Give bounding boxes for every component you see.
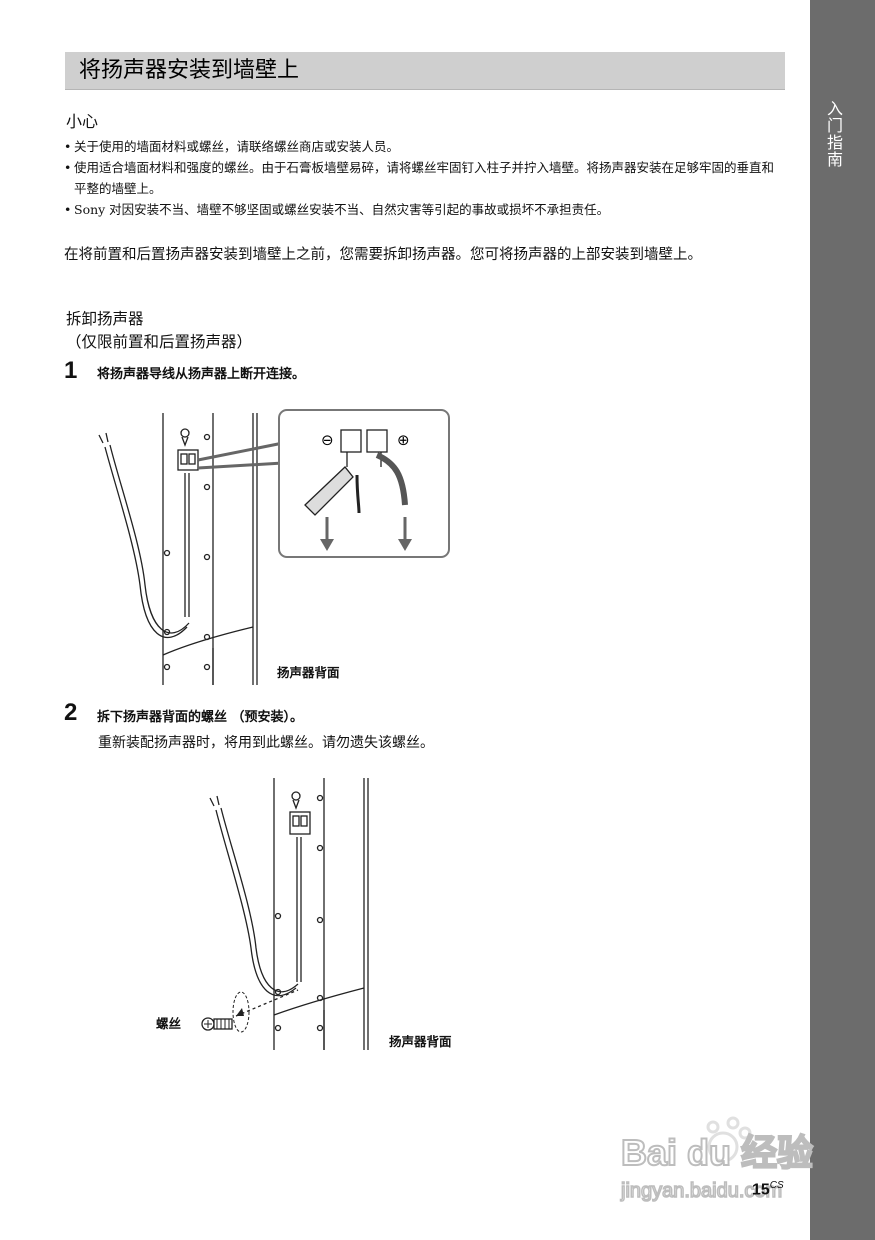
page-number: 15CS xyxy=(752,1180,784,1199)
page-number-value: 15 xyxy=(752,1181,770,1199)
title-bar: 将扬声器安装到墙壁上 xyxy=(65,52,785,90)
intro-paragraph: 在将前置和后置扬声器安装到墙壁上之前，您需要拆卸扬声器。您可将扬声器的上部安装到… xyxy=(64,247,702,263)
figure-speaker-back-2: 螺丝 扬声器背面 xyxy=(156,778,452,1050)
caution-item: 使用适合墙面材料和强度的螺丝。由于石膏板墙壁易碎，请将螺丝牢固钉入柱子并拧入墙壁… xyxy=(64,157,784,199)
step-2-number: 2 xyxy=(64,699,78,726)
step-2-detail: 重新装配扬声器时，将用到此螺丝。请勿遗失该螺丝。 xyxy=(98,735,434,751)
page-title: 将扬声器安装到墙壁上 xyxy=(79,58,300,83)
watermark-brand: Bai du 经验 xyxy=(621,1132,813,1173)
plus-terminal-icon: ⊕ xyxy=(397,431,410,449)
speaker-panel xyxy=(162,413,258,685)
figure-2-label: 扬声器背面 xyxy=(389,1034,452,1049)
screw-label: 螺丝 xyxy=(156,1016,182,1031)
caution-heading: 小心 xyxy=(66,112,99,131)
caution-item: Sony 对因安装不当、墙壁不够坚固或螺丝安装不当、自然灾害等引起的事故或损坏不… xyxy=(64,199,784,220)
baidu-jingyan-watermark: Bai du 经验 jingyan.baidu.com xyxy=(619,1116,814,1203)
speaker-cord xyxy=(98,432,190,639)
side-tab xyxy=(810,0,875,1240)
caution-item: 关于使用的墙面材料或螺丝，请联络螺丝商店或安装人员。 xyxy=(64,136,784,157)
speaker-panel xyxy=(273,778,369,1050)
section-heading: 拆卸扬声器 xyxy=(66,310,144,328)
step-1-number: 1 xyxy=(64,357,78,384)
zoom-callout xyxy=(197,409,450,558)
page-number-suffix: CS xyxy=(769,1180,784,1191)
step-2-text: 拆下扬声器背面的螺丝 （预安装）。 xyxy=(97,710,304,725)
screw-icon xyxy=(201,989,299,1033)
watermark-url: jingyan.baidu.com xyxy=(620,1180,782,1202)
caution-list: 关于使用的墙面材料或螺丝，请联络螺丝商店或安装人员。 使用适合墙面材料和强度的螺… xyxy=(64,136,784,220)
side-tab-label: 入门指南 xyxy=(824,100,843,168)
minus-terminal-icon: ⊖ xyxy=(321,431,334,449)
step-1-text: 将扬声器导线从扬声器上断开连接。 xyxy=(97,367,306,382)
section-note: （仅限前置和后置扬声器） xyxy=(66,333,253,351)
speaker-cord xyxy=(209,795,299,997)
figure-1-label: 扬声器背面 xyxy=(277,665,340,680)
figure-speaker-back-1: ⊖ ⊕ 扬声器背面 xyxy=(98,409,450,685)
